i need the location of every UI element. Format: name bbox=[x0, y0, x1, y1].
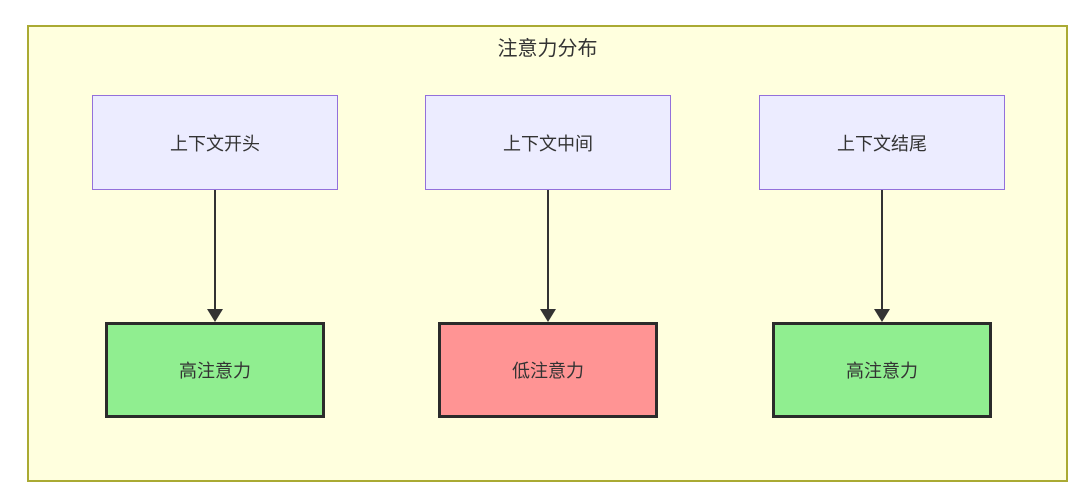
arrowhead-down-icon bbox=[207, 309, 223, 322]
arrow-line bbox=[547, 190, 549, 310]
column-context-start: 上下文开头 高注意力 bbox=[92, 95, 338, 418]
target-node-high-attention-1: 高注意力 bbox=[105, 322, 325, 418]
arrowhead-down-icon bbox=[540, 309, 556, 322]
target-node-high-attention-2: 高注意力 bbox=[772, 322, 992, 418]
arrow-3 bbox=[759, 190, 1005, 322]
arrow-line bbox=[881, 190, 883, 310]
arrow-line bbox=[214, 190, 216, 310]
column-context-end: 上下文结尾 高注意力 bbox=[759, 95, 1005, 418]
diagram-title: 注意力分布 bbox=[497, 38, 598, 60]
arrow-2 bbox=[425, 190, 671, 322]
diagram-container: 注意力分布 上下文开头 高注意力 上下文中间 低注意力 上下文结尾 高注意力 bbox=[27, 25, 1068, 482]
source-node-context-end: 上下文结尾 bbox=[759, 95, 1005, 190]
arrowhead-down-icon bbox=[874, 309, 890, 322]
target-node-low-attention: 低注意力 bbox=[438, 322, 658, 418]
arrow-1 bbox=[92, 190, 338, 322]
column-context-middle: 上下文中间 低注意力 bbox=[425, 95, 671, 418]
source-node-context-middle: 上下文中间 bbox=[425, 95, 671, 190]
source-node-context-start: 上下文开头 bbox=[92, 95, 338, 190]
